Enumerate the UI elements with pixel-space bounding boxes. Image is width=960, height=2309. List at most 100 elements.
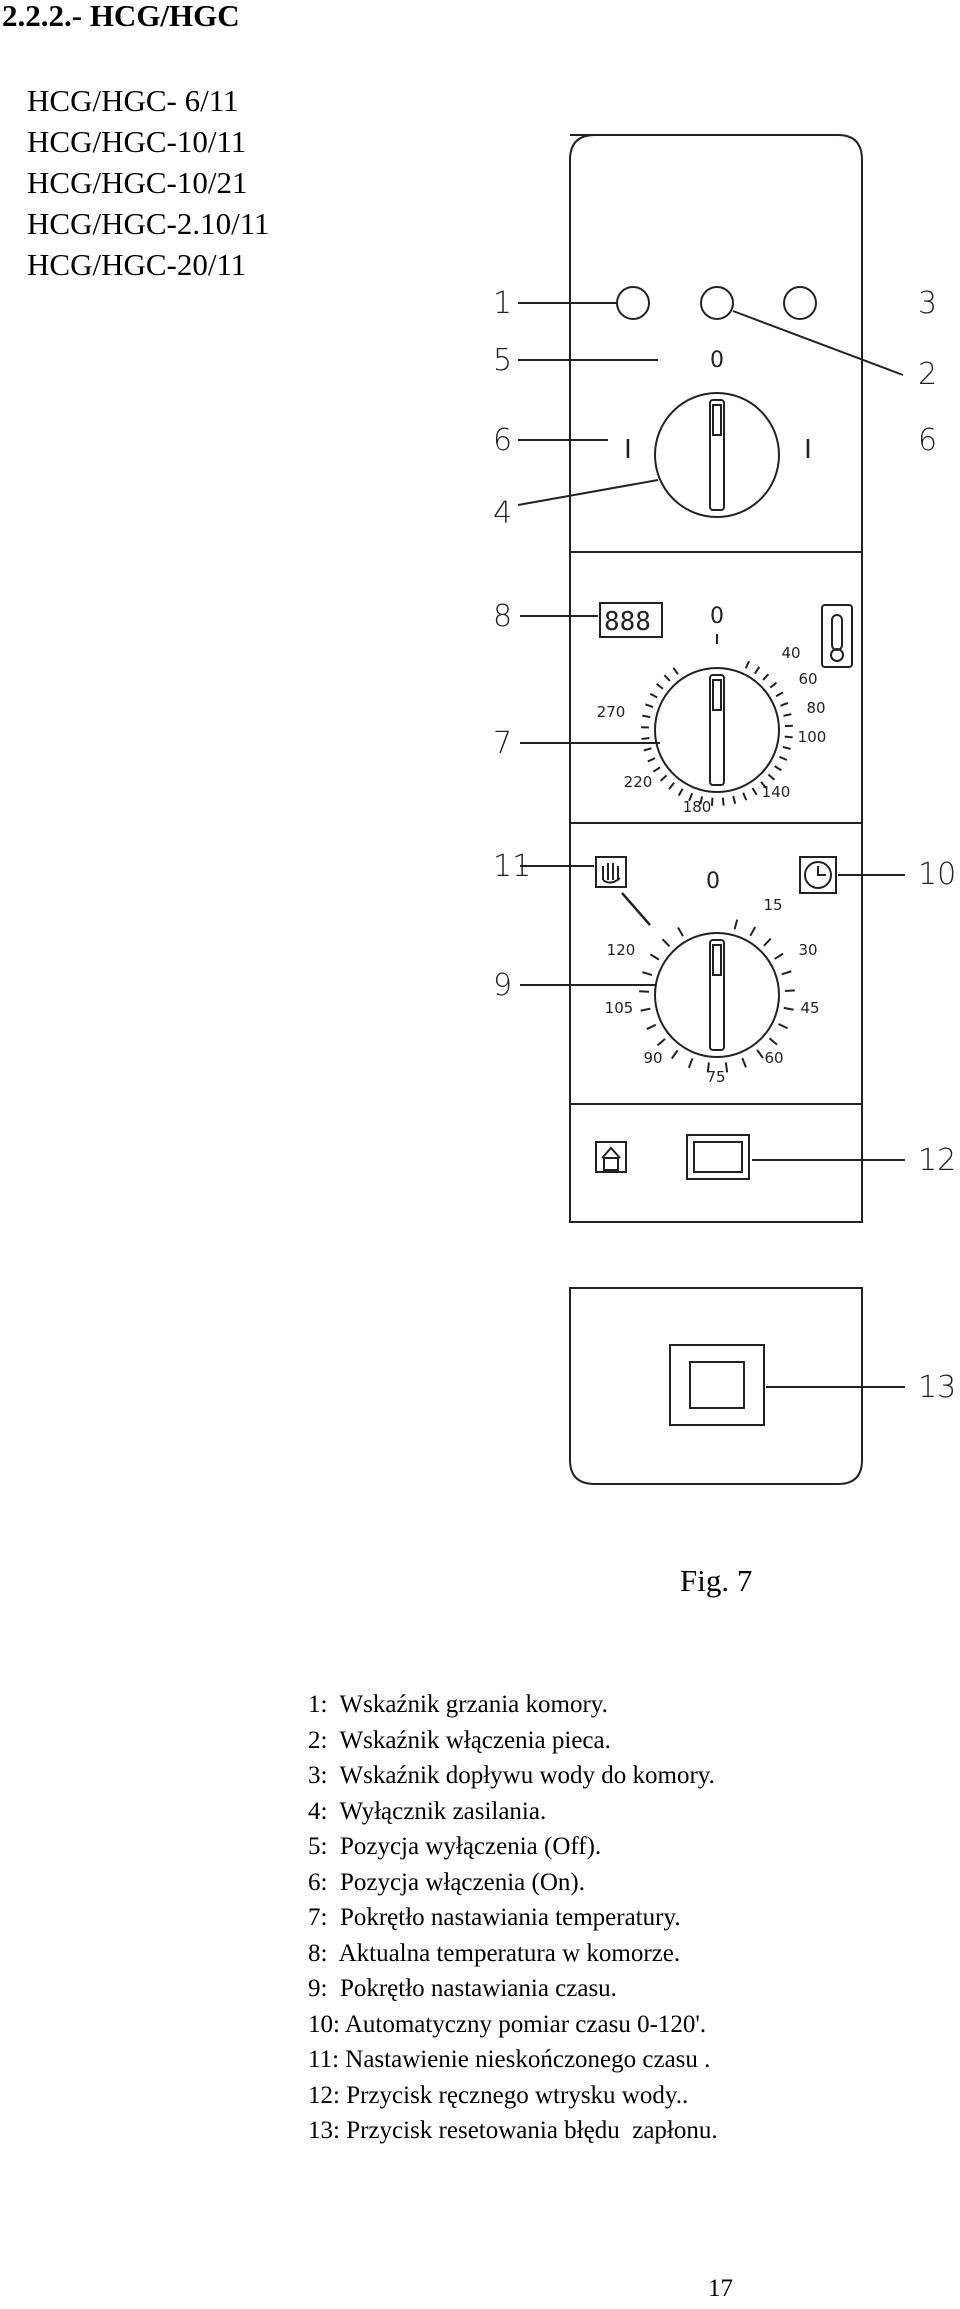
- temp-scale-label: 40: [781, 644, 800, 662]
- temp-dial-tick: [721, 797, 725, 806]
- time-scale-label: 45: [800, 999, 819, 1017]
- time-scale-label: 60: [764, 1049, 783, 1067]
- water-indicator: [783, 286, 817, 320]
- callout-number: 12: [918, 1143, 956, 1178]
- legend-item: 7: Pokrętło nastawiania temperatury.: [308, 1904, 681, 1931]
- temp-dial-tick: [784, 735, 793, 739]
- callout-number: 11: [493, 849, 531, 884]
- temp-scale-label: 270: [597, 703, 626, 721]
- temperature-knob: [654, 667, 780, 793]
- temp-scale-label: 180: [683, 798, 712, 816]
- time-dial-tick: [640, 1007, 651, 1012]
- temp-dial-tick: [647, 757, 656, 763]
- temp-dial-tick: [699, 796, 704, 805]
- time-dial-tick: [661, 938, 671, 948]
- reset-button: [669, 1344, 765, 1426]
- temp-dial-tick: [769, 681, 778, 689]
- model-item: HCG/HGC-2.10/11: [27, 206, 270, 241]
- temperature-display: [599, 602, 663, 638]
- time-dial-tick: [677, 926, 684, 937]
- hand-icon: [595, 856, 627, 888]
- temp-scale-label: 140: [762, 783, 791, 801]
- temp-dial-tick: [782, 745, 791, 750]
- temp-dial-tick: [762, 673, 770, 681]
- callout-number: 13: [918, 1370, 956, 1405]
- time-scale-label: 120: [607, 941, 636, 959]
- time-dial-tick: [741, 1057, 747, 1068]
- temp-dial-tick: [767, 773, 776, 781]
- on-position-label: I: [624, 435, 632, 465]
- temp-dial-tick: [775, 691, 784, 698]
- thermometer-icon: [821, 604, 853, 668]
- water-spray-icon: [595, 1141, 627, 1173]
- time-scale-label: 75: [706, 1068, 725, 1086]
- time-scale-label: 90: [643, 1049, 662, 1067]
- time-scale-label: 15: [763, 896, 782, 914]
- temp-dial-tick: [742, 792, 748, 801]
- off-position-label: 0: [710, 348, 724, 373]
- temp-dial-tick: [645, 703, 654, 709]
- temp-dial-tick: [677, 788, 684, 797]
- figure-caption: Fig. 7: [680, 1563, 753, 1598]
- temp-dial-tick: [652, 766, 661, 773]
- legend-item: 9: Pokrętło nastawiania czasu.: [308, 1975, 617, 2002]
- legend-item: 5: Pozycja wyłączenia (Off).: [308, 1833, 602, 1860]
- temp-dial-tick: [760, 781, 767, 789]
- temp-dial-tick: [688, 792, 694, 802]
- time-dial-tick: [763, 937, 772, 947]
- temp-dial-tick: [751, 787, 758, 796]
- legend-item: 1: Wskaźnik grzania komory.: [308, 1691, 608, 1718]
- temp-dial-tick: [643, 747, 652, 752]
- time-dial-tick: [774, 952, 784, 960]
- water-spray-button: [686, 1134, 750, 1180]
- temp-scale-label: 100: [798, 728, 827, 746]
- temp-scale-label: 220: [624, 773, 653, 791]
- lower-panel-outline: [569, 1287, 863, 1485]
- time-dial-tick: [687, 1058, 694, 1069]
- display-digits: 888: [604, 607, 651, 637]
- switch-pointer: [709, 399, 725, 511]
- temp-dial-tick: [774, 765, 782, 772]
- temp-dial-tick: [780, 701, 789, 707]
- model-item: HCG/HGC-10/21: [27, 165, 248, 200]
- temp-dial-tick: [649, 692, 658, 699]
- time-scale-label: 30: [798, 941, 817, 959]
- temp-scale-label: 0: [710, 604, 724, 629]
- time-dial-tick: [649, 953, 660, 961]
- model-item: HCG/HGC-10/11: [27, 124, 247, 159]
- callout-number: 1: [493, 286, 512, 321]
- time-scale-label: 105: [605, 999, 634, 1017]
- model-item: HCG/HGC- 6/11: [27, 83, 239, 118]
- section-heading: 2.2.2.- HCG/HGC: [2, 0, 240, 33]
- temp-dial-tick: [754, 666, 761, 675]
- clock-icon: [799, 856, 837, 894]
- time-dial-tick: [724, 1062, 729, 1073]
- callout-number: 6: [493, 423, 512, 458]
- panel-outline: [569, 134, 863, 1223]
- power-switch: [654, 392, 780, 518]
- heating-indicator: [616, 286, 650, 320]
- legend-item: 6: Pozycja włączenia (On).: [308, 1868, 585, 1896]
- model-item: HCG/HGC-20/11: [27, 247, 247, 282]
- callout-number: 6: [918, 423, 937, 458]
- on-position-label: I: [804, 435, 812, 465]
- page-number: 17: [708, 2275, 733, 2302]
- legend-item: 2: Wskaźnik włączenia pieca.: [308, 1726, 611, 1754]
- temp-dial-tick: [783, 713, 792, 717]
- time-dial-tick: [784, 989, 795, 992]
- time-dial-tick: [756, 1049, 764, 1059]
- temp-dial-tick: [710, 797, 714, 806]
- time-dial-tick: [670, 1049, 679, 1060]
- time-scale-label: 0: [706, 869, 720, 894]
- legend-item: 10: Automatyczny pomiar czasu 0-120'.: [308, 2010, 707, 2038]
- legend-item: 13: Przycisk resetowania błędu zapłonu.: [308, 2117, 718, 2144]
- callout-number: 2: [918, 357, 937, 392]
- time-dial-tick: [646, 1023, 657, 1030]
- time-dial-tick: [778, 1023, 788, 1030]
- temp-dial-tick: [779, 755, 788, 761]
- temp-dial-tick: [672, 667, 679, 675]
- time-dial-tick: [733, 919, 739, 930]
- time-dial-tick: [781, 970, 792, 976]
- temp-dial-tick: [659, 774, 668, 782]
- control-panel-diagram: 888 0 I I 0 40 60 80 100 140 180 220 270…: [493, 134, 956, 1485]
